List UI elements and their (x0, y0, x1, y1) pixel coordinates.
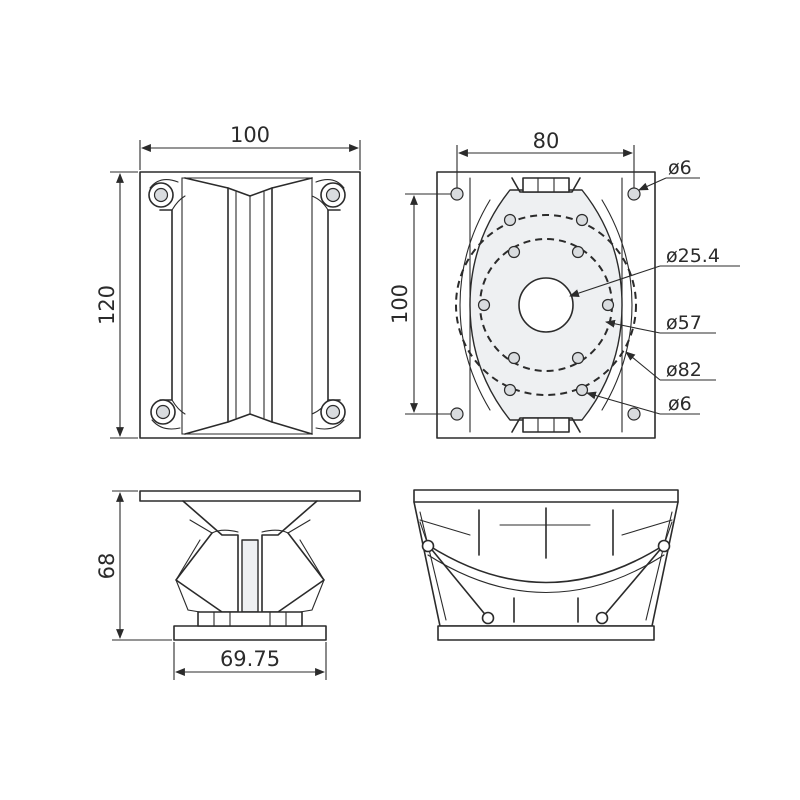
dim-front-height-label: 120 (95, 285, 119, 325)
dim-front-width-label: 100 (230, 123, 270, 147)
leader-outer-circle: ø82 (625, 351, 716, 381)
dim-side-height: 68 (95, 490, 172, 641)
dim-side-height-label: 68 (95, 553, 119, 580)
bottom-top-flange (413, 489, 679, 503)
dim-front-width: 100 (139, 123, 361, 170)
corner-hole-bl (150, 399, 181, 430)
pivot-hole-right (657, 539, 671, 553)
leader-hole-bottom: ø6 (586, 391, 700, 415)
dim-flange-width-label: 80 (533, 129, 560, 153)
dim-flange-height: 100 (388, 193, 451, 415)
flange-hole-tr (627, 187, 641, 201)
bottom-view (413, 489, 679, 641)
leader-throat: ø25.4 (569, 245, 740, 297)
dim-outer-circle-label: ø82 (666, 359, 702, 381)
dim-hole-bottom-label: ø6 (668, 393, 692, 415)
pivot-hole-left (421, 539, 435, 553)
flange-hole-br (627, 407, 641, 421)
dim-bolt-circle-label: ø57 (666, 312, 702, 334)
pivot-hole-bl (481, 611, 495, 625)
side-view: 68 69.75 (95, 490, 361, 680)
dim-throat-label: ø25.4 (666, 245, 720, 267)
outer-dashed-circle (455, 214, 637, 396)
corner-hole-tl (148, 179, 179, 208)
dim-side-base: 69.75 (173, 642, 327, 680)
front-view: 100 120 (95, 123, 361, 439)
flange-hole-bl (450, 407, 464, 421)
bolt-holes (477, 213, 615, 397)
throat-hole (518, 277, 574, 333)
dim-flange-height-label: 100 (388, 284, 412, 324)
corner-hole-br (315, 399, 346, 430)
flange-hole-tl (450, 187, 464, 201)
pivot-hole-br (595, 611, 609, 625)
dim-flange-width: 80 (456, 129, 635, 188)
ribs (478, 507, 614, 623)
corner-hole-tr (315, 179, 346, 208)
dim-front-height: 120 (95, 171, 138, 439)
dim-side-base-label: 69.75 (220, 647, 280, 671)
side-base (173, 625, 327, 641)
side-top-flange (139, 490, 361, 502)
flange-view: 80 100 ø6 ø25.4 ø57 ø82 (388, 129, 740, 439)
bottom-base (437, 625, 655, 641)
dim-hole-top-label: ø6 (668, 157, 692, 179)
leader-bolt-circle: ø57 (605, 312, 716, 334)
leader-hole-top: ø6 (638, 157, 700, 191)
